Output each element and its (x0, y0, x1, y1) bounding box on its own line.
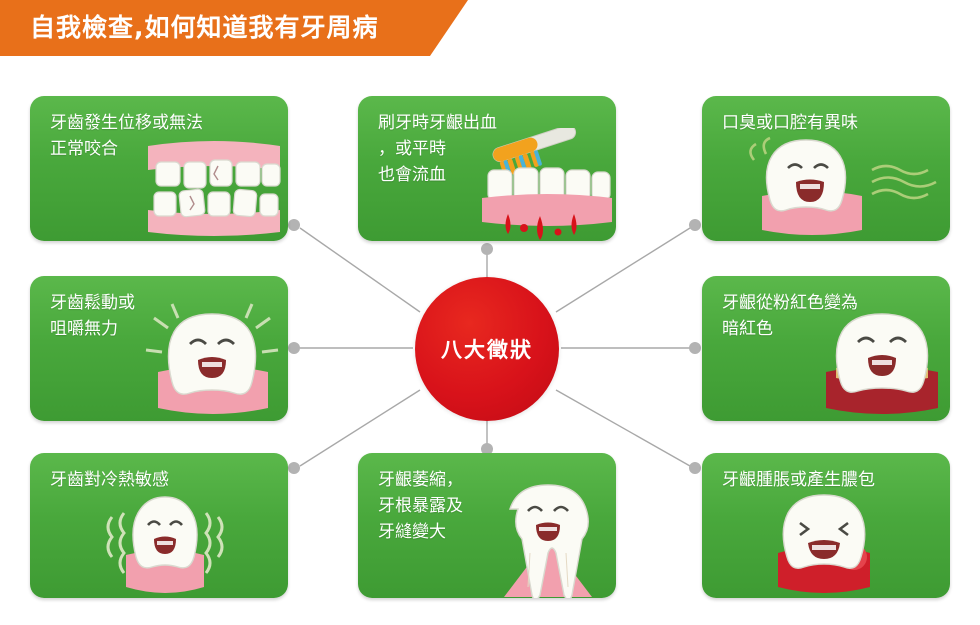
connector-node (288, 462, 300, 474)
card-gum-recession-label: 牙齦萎縮， 牙根暴露及 牙縫變大 (378, 470, 463, 542)
card-bad-breath[interactable]: 口臭或口腔有異味 (702, 96, 950, 241)
center-hub-label: 八大徵狀 (441, 338, 533, 362)
card-gum-swelling-label: 牙齦腫脹或產生膿包 (722, 470, 875, 490)
dark-red-gum-tooth-icon (826, 313, 938, 414)
card-loose-teeth-label: 牙齒鬆動或 咀嚼無力 (50, 293, 135, 339)
connector-node (481, 243, 493, 255)
card-gum-bleeding-label: 刷牙時牙齦出血 ，或平時 也會流血 (378, 113, 497, 185)
page-title: 自我檢查,如何知道我有牙周病 (30, 13, 379, 42)
connector-node (689, 219, 701, 231)
misaligned-teeth-icon (148, 141, 281, 236)
header-background (0, 0, 430, 56)
header-banner: 自我檢查,如何知道我有牙周病 (0, 0, 520, 56)
card-gum-color-label: 牙齦從粉紅色變為 暗紅色 (722, 293, 858, 339)
card-tooth-shift-label: 牙齒發生位移或無法 正常咬合 (50, 113, 203, 159)
receding-gum-tooth-icon (504, 484, 592, 598)
connector-node (288, 342, 300, 354)
swollen-gum-abscess-icon (778, 494, 870, 593)
connector-node (689, 342, 701, 354)
toothbrush-bleeding-gums-icon (482, 128, 612, 240)
card-cold-hot-sensitive-label: 牙齒對冷熱敏感 (50, 470, 169, 490)
header-arrow-shape (430, 0, 468, 56)
card-gum-recession[interactable]: 牙齦萎縮， 牙根暴露及 牙縫變大 (358, 453, 616, 598)
card-gum-swelling[interactable]: 牙齦腫脹或產生膿包 (702, 453, 950, 598)
card-gum-bleeding[interactable]: 刷牙時牙齦出血 ，或平時 也會流血 (358, 96, 616, 241)
card-bad-breath-label: 口臭或口腔有異味 (722, 113, 858, 133)
sensitive-tooth-icon (106, 496, 224, 593)
connector-node (288, 219, 300, 231)
loose-tooth-icon (145, 303, 279, 414)
center-hub: 八大徵狀 (415, 277, 559, 421)
connector-node (689, 462, 701, 474)
card-cold-hot-sensitive[interactable]: 牙齒對冷熱敏感 (30, 453, 288, 598)
card-loose-teeth[interactable]: 牙齒鬆動或 咀嚼無力 (30, 276, 288, 421)
card-gum-color[interactable]: 牙齦從粉紅色變為 暗紅色 (702, 276, 950, 421)
card-tooth-shift[interactable]: 牙齒發生位移或無法 正常咬合 (30, 96, 288, 241)
bad-breath-tooth-icon (749, 136, 937, 235)
